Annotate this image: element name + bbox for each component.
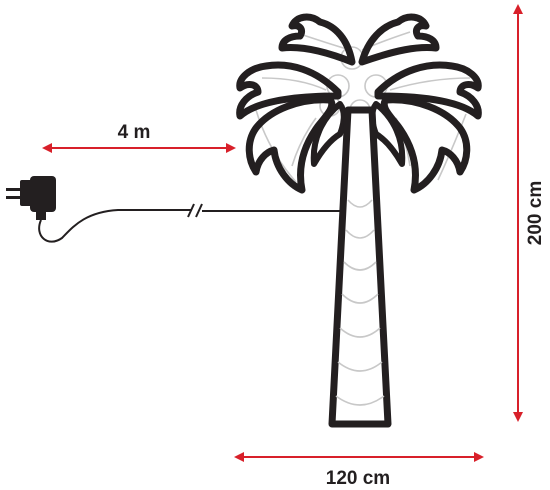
height-label: 200 cm [525, 181, 546, 245]
power-adapter-icon [6, 176, 56, 220]
cable-break-icon [187, 203, 203, 218]
power-cable [38, 209, 192, 243]
palm-tree-icon [236, 13, 482, 428]
width-label: 120 cm [326, 468, 390, 489]
cable-length-label: 4 m [118, 122, 151, 143]
